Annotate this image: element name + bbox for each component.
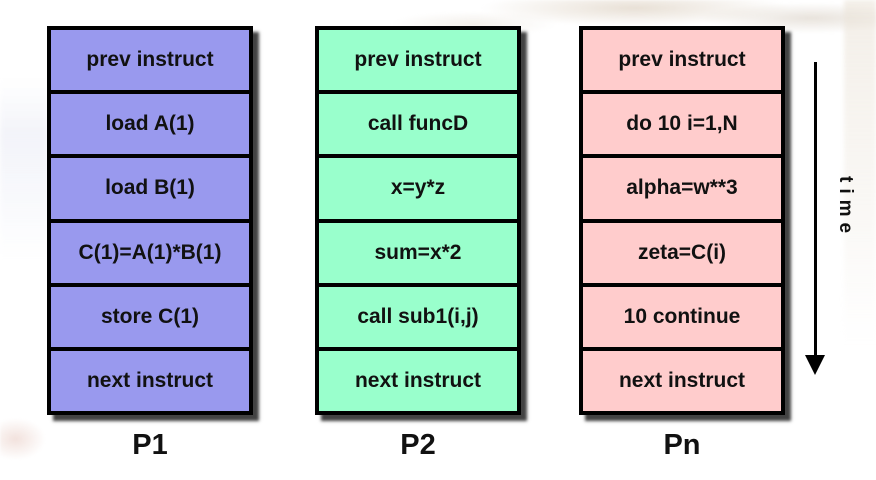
- background-artifact-left: [0, 80, 48, 260]
- time-axis-label: time: [835, 176, 856, 240]
- processor-column-pn: prev instruct do 10 i=1,N alpha=w**3 zet…: [579, 26, 785, 462]
- processor-column-p2: prev instruct call funcD x=y*z sum=x*2 c…: [315, 26, 521, 462]
- instruction-cell: alpha=w**3: [583, 158, 781, 219]
- instruction-cell: 10 continue: [583, 286, 781, 347]
- instruction-stack-p1: prev instruct load A(1) load B(1) C(1)=A…: [47, 26, 253, 415]
- instruction-cell: prev instruct: [583, 30, 781, 91]
- time-arrowhead-down-icon: [805, 355, 825, 375]
- processor-label-pn: Pn: [663, 429, 701, 461]
- instruction-cell: C(1)=A(1)*B(1): [51, 222, 249, 283]
- instruction-cell: load B(1): [51, 158, 249, 219]
- instruction-cell: call sub1(i,j): [319, 286, 517, 347]
- processor-label-p2: P2: [400, 429, 436, 461]
- instruction-cell: prev instruct: [51, 30, 249, 91]
- instruction-cell: zeta=C(i): [583, 222, 781, 283]
- instruction-cell: prev instruct: [319, 30, 517, 91]
- instruction-cell: call funcD: [319, 94, 517, 155]
- instruction-cell: load A(1): [51, 94, 249, 155]
- time-arrow-line: [814, 62, 817, 357]
- background-artifact-right: [844, 0, 876, 345]
- instruction-stack-p2: prev instruct call funcD x=y*z sum=x*2 c…: [315, 26, 521, 415]
- background-artifact-bottom-left: [0, 408, 52, 470]
- instruction-cell: x=y*z: [319, 158, 517, 219]
- processor-column-p1: prev instruct load A(1) load B(1) C(1)=A…: [47, 26, 253, 462]
- instruction-cell: do 10 i=1,N: [583, 94, 781, 155]
- instruction-cell: sum=x*2: [319, 222, 517, 283]
- instruction-stack-pn: prev instruct do 10 i=1,N alpha=w**3 zet…: [579, 26, 785, 415]
- instruction-cell: next instruct: [51, 350, 249, 411]
- processor-label-p1: P1: [132, 429, 168, 461]
- instruction-cell: store C(1): [51, 286, 249, 347]
- instruction-cell: next instruct: [319, 350, 517, 411]
- instruction-cell: next instruct: [583, 350, 781, 411]
